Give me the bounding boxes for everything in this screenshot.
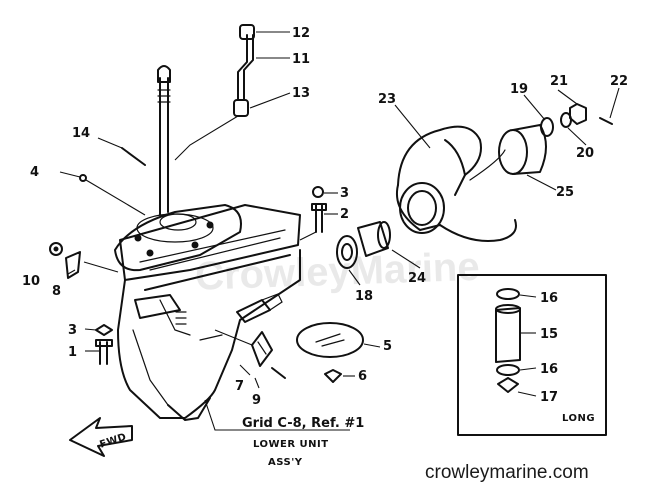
label-24: 24 bbox=[408, 271, 426, 286]
ref-line-2: ASS'Y bbox=[268, 457, 303, 468]
grid-ref: Grid C-8, Ref. #1 bbox=[242, 416, 364, 431]
long-shaft-inset bbox=[457, 274, 607, 436]
part-24-spacer bbox=[357, 221, 391, 257]
label-9: 9 bbox=[252, 393, 261, 408]
reference-note: Grid C-8, Ref. #1 LOWER UNIT ASS'Y bbox=[204, 399, 364, 468]
label-21: 21 bbox=[550, 74, 568, 89]
label-19: 19 bbox=[510, 82, 528, 97]
label-18: 18 bbox=[355, 289, 373, 304]
part-5-6-plate bbox=[296, 322, 364, 383]
label-15: 15 bbox=[540, 327, 558, 342]
label-20: 20 bbox=[576, 146, 594, 161]
label-6: 6 bbox=[358, 369, 367, 384]
long-label: LONG bbox=[562, 413, 595, 424]
label-2: 2 bbox=[340, 207, 349, 222]
label-5: 5 bbox=[383, 339, 392, 354]
shift-rod bbox=[174, 24, 255, 161]
part-19-22-prop-hardware bbox=[540, 103, 613, 137]
part-25-bushing bbox=[498, 124, 547, 175]
label-1: 1 bbox=[68, 345, 77, 360]
lower-unit-housing bbox=[114, 204, 301, 421]
part-2-3-upper bbox=[299, 186, 327, 241]
label-3-lower: 3 bbox=[68, 323, 77, 338]
driveshaft bbox=[157, 65, 171, 216]
label-17: 17 bbox=[540, 390, 558, 405]
label-3-upper: 3 bbox=[340, 186, 349, 201]
label-10: 10 bbox=[22, 274, 40, 289]
label-7: 7 bbox=[235, 379, 244, 394]
part-18-thrust-washer bbox=[336, 235, 358, 269]
label-14: 14 bbox=[72, 126, 90, 141]
forward-arrow: FWD bbox=[69, 417, 133, 457]
source-caption: crowleymarine.com bbox=[425, 462, 589, 483]
part-4-pin bbox=[79, 174, 87, 182]
label-11: 11 bbox=[292, 52, 310, 67]
ref-line-1: LOWER UNIT bbox=[253, 439, 329, 450]
label-8: 8 bbox=[52, 284, 61, 299]
label-22: 22 bbox=[610, 74, 628, 89]
label-4: 4 bbox=[30, 165, 39, 180]
label-12: 12 bbox=[292, 26, 310, 41]
part-14-screw bbox=[121, 147, 146, 166]
label-16-bottom: 16 bbox=[540, 362, 558, 377]
label-23: 23 bbox=[378, 92, 396, 107]
leader-lines bbox=[67, 31, 620, 397]
label-16-top: 16 bbox=[540, 291, 558, 306]
label-25: 25 bbox=[556, 185, 574, 200]
part-1-3-lower bbox=[95, 324, 113, 365]
part-number-labels: 12 11 13 14 4 3 2 10 8 3 1 7 9 5 6 18 24… bbox=[22, 26, 628, 424]
fwd-label: FWD bbox=[98, 432, 128, 451]
label-13: 13 bbox=[292, 86, 310, 101]
part-10-8-anode bbox=[49, 242, 119, 279]
part-23-propeller bbox=[396, 125, 517, 242]
part-7-9-trim-tab bbox=[214, 329, 286, 379]
